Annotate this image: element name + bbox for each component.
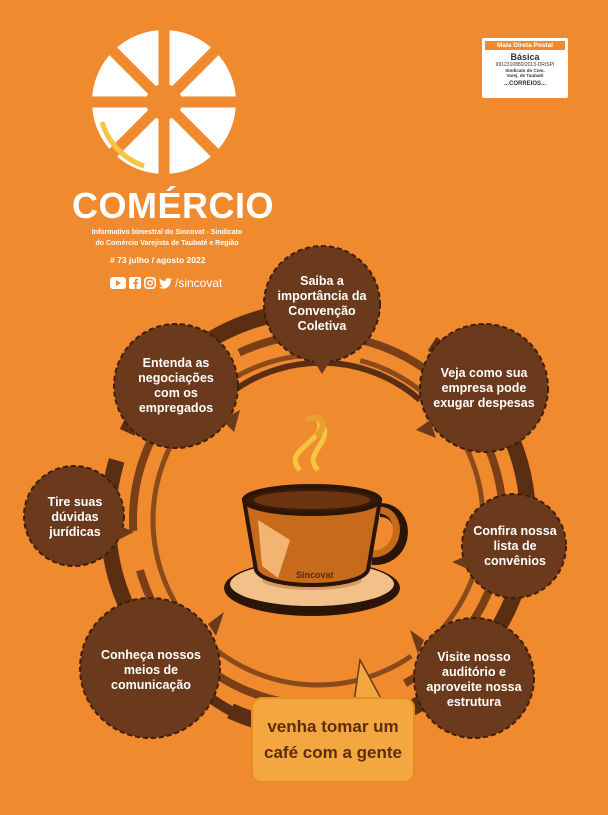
bubble-text-negociacoes: Entenda as negociações com os empregados [138,356,214,415]
postal-header: Mala Direta Postal [485,41,565,50]
social-links: /sincovat [110,276,222,290]
postal-stamp: Mala Direta Postal Básica 9912310880/201… [482,38,568,98]
instagram-icon[interactable] [144,277,156,289]
bubble-comunicacao [79,597,224,739]
bubble-text-convencao: Saiba a importância da Convenção Coletiv… [277,274,367,333]
facebook-icon[interactable] [129,277,141,289]
postal-footer: ...CORREIOS... [503,81,546,87]
bubble-text-comunicacao: Conheça nossos meios de comunicação [100,647,202,692]
cup-label: Sincovat [296,570,334,580]
postal-sender-1: Sindicato do Com. [505,68,545,73]
bubble-duvidas [23,465,134,567]
masthead-subtitle-2: do Comércio Varejista de Taubaté e Regiã… [95,240,239,247]
bubble-text-convenios: Confira nossa lista de convênios [473,523,557,568]
bubble-auditorio [410,617,535,739]
masthead-title: COMÉRCIO [72,185,274,226]
bubble-convenios [452,493,567,599]
speech-bubbles [23,245,567,739]
postal-code: 9912310880/2013-DR/SPI [495,62,555,68]
issue-number: # 73 julho / agosto 2022 [110,255,206,265]
bubble-negociacoes [113,323,240,449]
masthead-subtitle-1: Informativo bimestral do Sincovat - Sind… [91,229,243,236]
bubble-text-despesas: Veja como sua empresa pode exugar despes… [433,365,535,410]
twitter-icon[interactable] [159,277,172,289]
coffee-cup-icon [224,414,408,616]
bubble-despesas [416,323,549,453]
postal-sender-2: Varej. de Taubaté [506,73,544,78]
cta-text: venha tomar um café com a gente [264,717,402,762]
social-handle[interactable]: /sincovat [175,276,223,290]
bubble-text-auditorio: Visite nosso auditório e aproveite nossa… [426,650,522,709]
masthead: COMÉRCIO Informativo bimestral do Sincov… [72,185,274,248]
postal-type: Básica [510,52,540,62]
bubble-convencao [263,245,381,374]
sincovat-logo-icon [88,26,240,178]
youtube-icon[interactable] [110,277,126,289]
cta-box [251,657,415,783]
bubble-text-duvidas: Tire suas dúvidas jurídicas [47,494,103,539]
